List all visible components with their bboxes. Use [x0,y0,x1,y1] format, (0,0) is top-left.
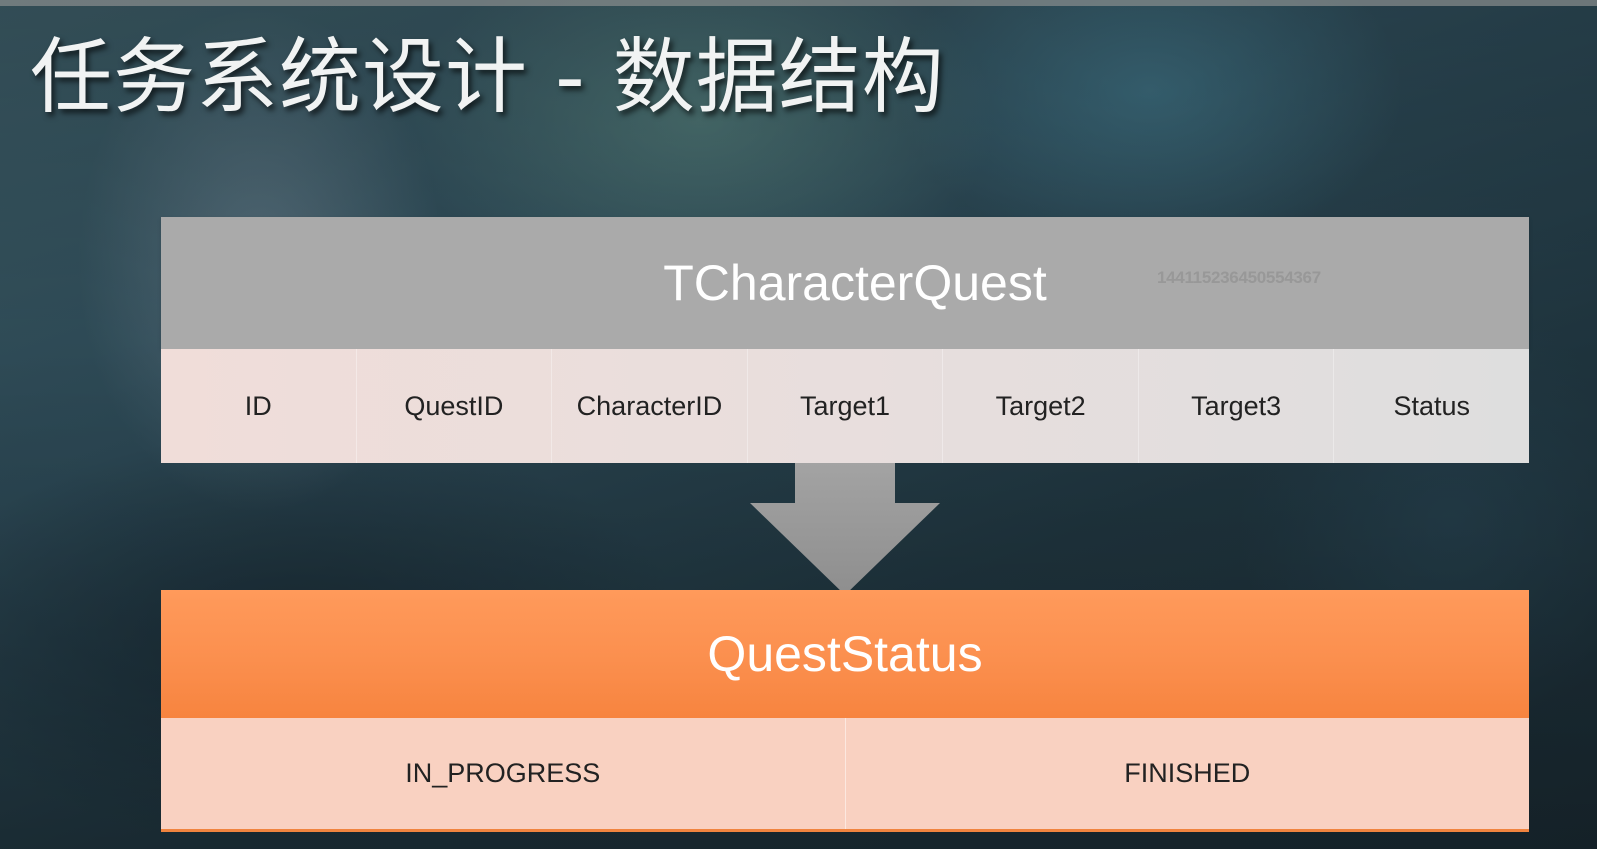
column-status: Status [1393,390,1471,421]
watermark-id: 144115236450554367 [1157,268,1321,287]
queststatus-header: QuestStatus [161,590,1529,718]
column-target3: Target3 [1139,349,1335,463]
queststatus-values-row: IN_PROGRESS FINISHED [161,718,1529,832]
tcharacterquest-header: TCharacterQuest [161,217,1529,349]
column-target1: Target1 [748,349,944,463]
tcharacterquest-title: TCharacterQuest [663,255,1047,311]
tcharacterquest-columns-row: ID QuestID CharacterID Target1 Target2 T… [161,349,1529,463]
window-top-strip [0,0,1597,6]
queststatus-title: QuestStatus [707,626,983,682]
arrow-down-icon [750,463,940,595]
column-id: ID [161,349,357,463]
status-in-progress: IN_PROGRESS [161,718,846,829]
column-questid: QuestID [357,349,553,463]
status-finished: FINISHED [1124,758,1251,788]
column-target2: Target2 [943,349,1139,463]
slide-title: 任务系统设计 - 数据结构 [30,30,945,125]
column-characterid: CharacterID [552,349,748,463]
